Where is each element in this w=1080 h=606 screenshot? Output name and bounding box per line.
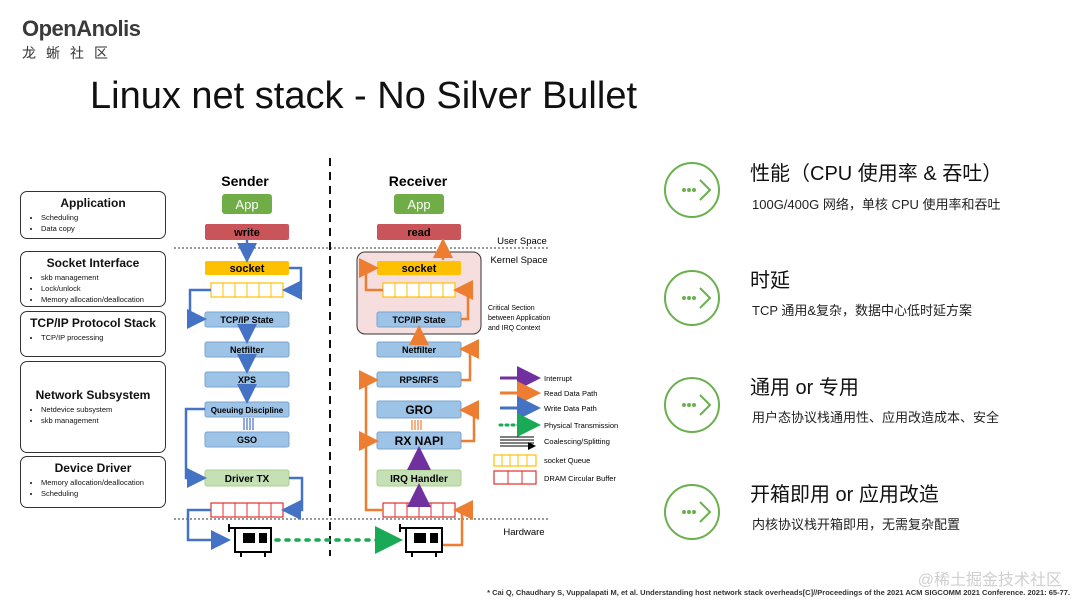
rx-napi-label: RX NAPI [395,434,444,448]
layer-title: Device Driver [54,461,132,475]
sender-tcpip-state-box: TCP/IP State [204,311,290,328]
receiver-netfilter-box: Netfilter [376,341,462,358]
section-title: 时延 [750,270,790,292]
section-title: 通用 or 专用 [750,377,859,399]
arrow-circle-icon [664,162,720,218]
receiver-label: Receiver [389,173,448,189]
tcpip-state-label: TCP/IP State [220,315,273,325]
section-description: 用户态协议栈通用性、应用改造成本、安全 [752,410,1000,425]
app-label: App [235,197,258,212]
legend-label: Physical Transmission [544,421,618,430]
logo: OpenAnolis [22,16,141,41]
layer-application: Application SchedulingData copy [20,191,166,239]
legend-label: DRAM Circular Buffer [544,474,616,483]
queuing-discipline-box: Queuing Discipline [204,401,290,418]
read-label: read [407,227,430,239]
arrow-circle-icon [664,270,720,326]
layer-item: Memory allocation/deallocation [41,477,159,488]
receiver-nic-icon [399,524,443,557]
socket-label: socket [230,263,265,275]
section-description: 内核协议栈开箱即用，无需复杂配置 [752,517,961,532]
sender-nic-icon [228,524,272,557]
section-title: 开箱即用 or 应用改造 [750,484,939,506]
user-space-label: User Space [497,236,547,247]
layer-title: Socket Interface [46,256,140,270]
layer-item: Memory allocation/deallocation [41,294,159,305]
layer-item: Data copy [41,223,159,234]
receiver-tcpip-state-box: TCP/IP State [376,311,462,328]
layer-socket-interface: Socket Interface skb managementLock/unlo… [20,251,166,307]
diagram-legend: Interrupt Read Data Path Write Data Path… [493,366,618,485]
critical-section-label: and IRQ Context [488,325,540,332]
driver-tx-box: Driver TX [204,469,290,487]
page-title: Linux net stack - No Silver Bullet [90,75,638,117]
legend-label: Interrupt [544,374,573,383]
xps-label: XPS [238,375,256,385]
app-label: App [407,197,430,212]
legend-label: Write Data Path [544,404,597,413]
section-description: 100G/400G 网络，单核 CPU 使用率和吞吐 [752,197,1001,212]
layer-tcpip-stack: TCP/IP Protocol Stack TCP/IP processing [20,311,166,357]
arrow-circle-icon [664,377,720,433]
gso-label: GSO [237,435,257,445]
critical-section-label: Critical Section [488,305,535,312]
arrow-circle-icon [664,484,720,540]
kernel-space-label: Kernel Space [490,255,547,266]
read-box: read [377,224,461,240]
irq-handler-label: IRQ Handler [390,474,448,485]
sender-label: Sender [221,173,269,189]
driver-tx-label: Driver TX [225,474,270,485]
layer-device-driver: Device Driver Memory allocation/dealloca… [20,456,166,508]
socket-label: socket [402,263,437,275]
queuing-label: Queuing Discipline [211,406,284,415]
section-title: 性能（CPU 使用率 & 吞吐） [750,163,1003,185]
rx-napi-box: RX NAPI [376,431,462,450]
layer-item: Lock/unlock [41,283,159,294]
xps-box: XPS [204,371,290,388]
sender-socket-queue [210,282,284,298]
layer-title: Network Subsystem [35,388,151,402]
sender-app-box: App [222,194,272,214]
write-label: write [233,227,260,239]
layer-item: skb management [41,272,159,283]
netfilter-label: Netfilter [230,345,265,355]
gso-box: GSO [204,431,290,448]
gro-label: GRO [405,403,432,417]
rps-rfs-box: RPS/RFS [376,371,462,388]
section-description: TCP 通用&复杂，数据中心低时延方案 [752,303,973,318]
watermark: @稀土掘金技术社区 [917,572,1062,589]
hardware-label: Hardware [503,527,544,538]
legend-label: Read Data Path [544,389,597,398]
receiver-app-box: App [394,194,444,214]
receiver-socket-queue [382,282,456,298]
tcpip-state-label: TCP/IP State [392,315,445,325]
legend-label: socket Queue [544,456,590,465]
layer-network-subsystem: Network Subsystem Netdevice subsystemskb… [20,361,166,453]
legend-label: Coalescing/Splitting [544,437,610,446]
sender-socket-box: socket [205,261,289,275]
receiver-socket-box: socket [377,261,461,275]
irq-handler-box: IRQ Handler [376,469,462,487]
layer-item: Scheduling [41,488,159,499]
netfilter-label: Netfilter [402,345,437,355]
footnote: * Cai Q, Chaudhary S, Vuppalapati M, et … [487,588,1070,597]
layer-title: TCP/IP Protocol Stack [30,316,156,330]
layer-title: Application [60,196,126,210]
layer-item: TCP/IP processing [41,332,159,343]
logo-subtitle: 龙蜥社区 [22,45,118,61]
layer-item: skb management [41,415,159,426]
receiver-dram-buffer [382,502,456,518]
gro-box: GRO [376,400,462,419]
critical-section-label: between Application [488,315,550,322]
layer-item: Netdevice subsystem [41,404,159,415]
sender-netfilter-box: Netfilter [204,341,290,358]
sender-dram-buffer [210,502,284,518]
layer-item: Scheduling [41,212,159,223]
write-box: write [205,224,289,240]
rps-rfs-label: RPS/RFS [399,375,438,385]
